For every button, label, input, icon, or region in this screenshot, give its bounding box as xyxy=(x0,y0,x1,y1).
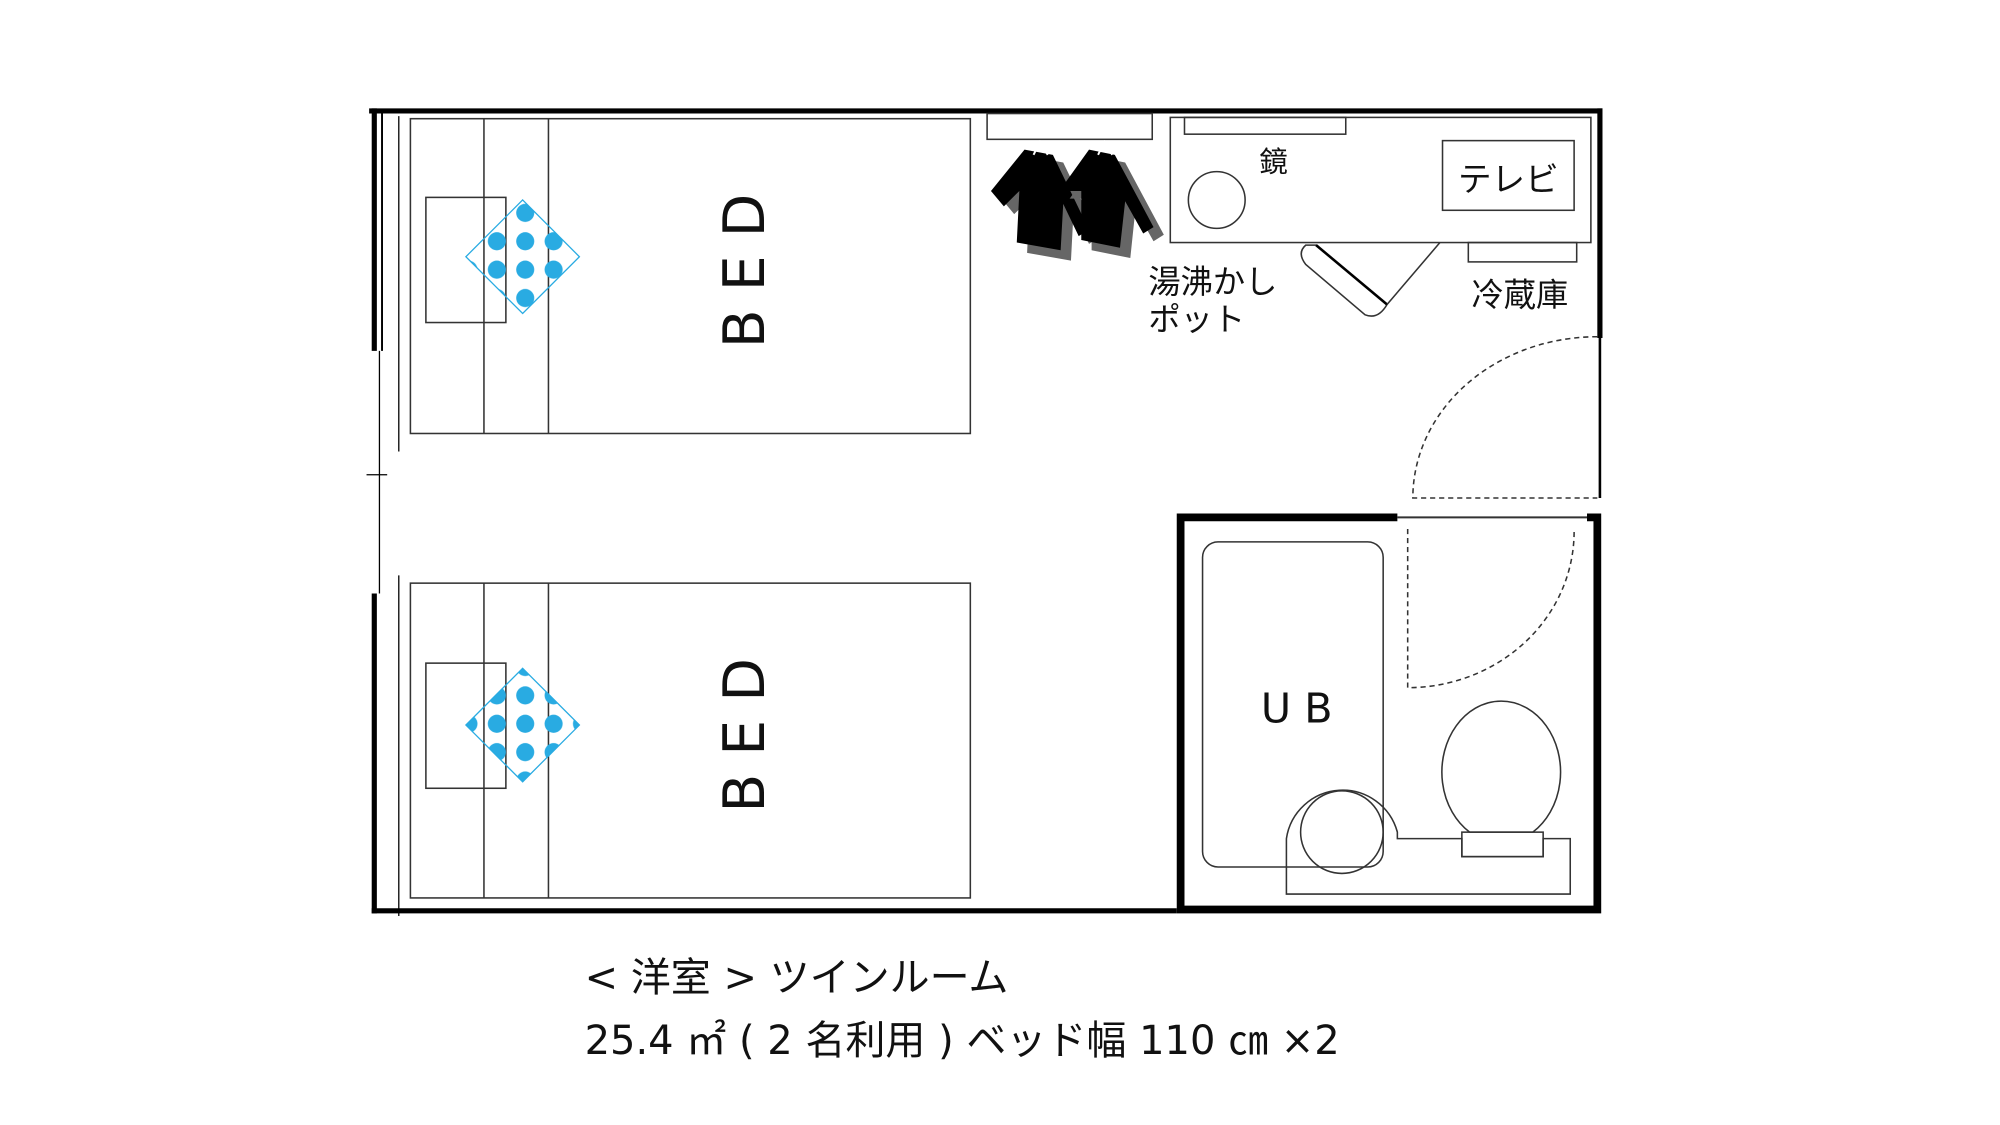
pillow-cushion-icon xyxy=(464,199,581,315)
closet xyxy=(986,112,1164,261)
bed-2: B E D xyxy=(409,582,972,899)
bathtub xyxy=(1201,541,1384,868)
room-spec-caption: 25.4 ㎡ ( 2 名利用 ) ベッド幅 110 ㎝ ×2 xyxy=(585,1018,1340,1064)
bed-1: B E D xyxy=(409,117,972,435)
tv xyxy=(1441,139,1575,212)
room-type-caption: < 洋室 > ツインルーム xyxy=(585,955,1009,1001)
kettle-label: ポット xyxy=(1148,300,1245,338)
bed-label: B E D xyxy=(712,194,778,349)
kettle-label: 湯沸かし xyxy=(1148,263,1277,301)
chair-icon xyxy=(1300,242,1441,317)
toilet-icon xyxy=(1441,700,1562,833)
bath-door-swing xyxy=(1406,528,1575,689)
pillow-cushion-icon xyxy=(464,667,581,783)
sink-counter xyxy=(1285,789,1572,895)
fridge xyxy=(1467,241,1578,263)
room-walls xyxy=(366,108,1603,916)
fridge-label: 冷蔵庫 xyxy=(1472,276,1569,314)
mirror-label: 鏡 xyxy=(1259,146,1287,179)
entrance-door-swing xyxy=(1412,335,1598,499)
tv-label: テレビ xyxy=(1458,160,1559,199)
hanging-clothes-icon xyxy=(990,131,1164,261)
unit-bath: U B xyxy=(1176,513,1602,914)
bath-label: U B xyxy=(1261,684,1333,732)
bed-label: B E D xyxy=(712,658,778,813)
mirror xyxy=(1183,116,1347,135)
sink-icon xyxy=(1299,790,1384,875)
stool-icon xyxy=(1187,170,1246,230)
desk: 鏡 テレビ 冷蔵庫 湯沸かし ポット xyxy=(1148,116,1592,338)
